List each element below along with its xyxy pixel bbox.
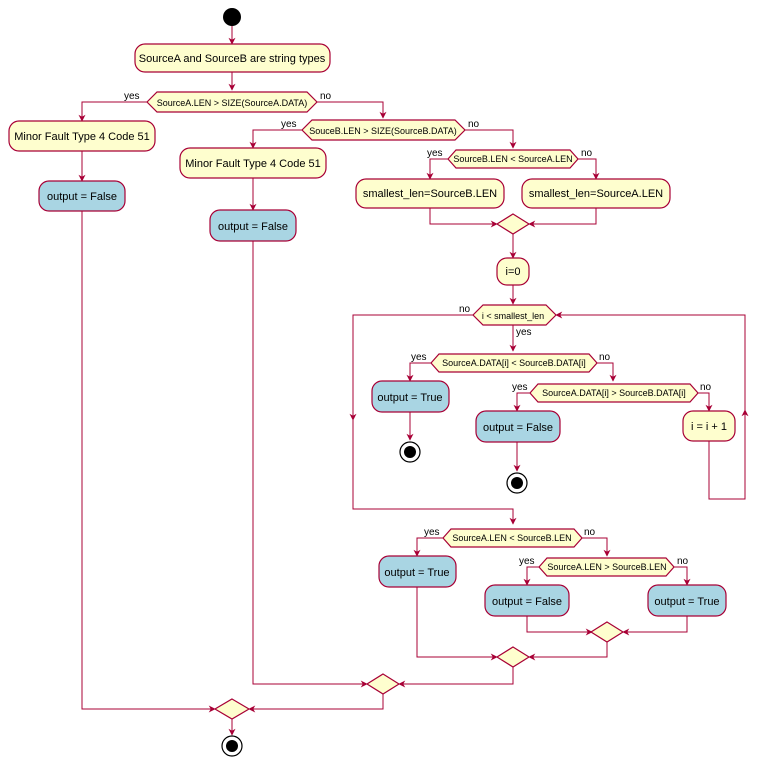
connectors [78,25,749,736]
edge-label-yes: yes [519,556,535,567]
activity-i-increment: i = i + 1 [682,410,736,442]
merge-inner [589,621,625,643]
activity-label: output = True [654,596,719,608]
activity-label: smallest_len=SourceB.LEN [363,188,497,200]
activity-label: i = i + 1 [691,421,727,433]
decision-label: i < smallest_len [482,311,544,321]
edge-label-yes: yes [281,119,297,130]
edge-label-yes: yes [411,352,427,363]
stop-node [506,472,528,494]
activity-minor-fault-b: Minor Fault Type 4 Code 51 [179,147,327,179]
decision-sourcea-len: SourceA.LEN > SIZE(SourceA.DATA) yes no [124,91,332,113]
edge-label-yes: yes [516,327,532,338]
activity-minor-fault-a: Minor Fault Type 4 Code 51 [8,120,156,152]
activity-string-types: SourceA and SourceB are string types [134,43,331,73]
activity-smallest-len-a: smallest_len=SourceA.LEN [521,178,671,209]
decision-len-compare-a: SourceB.LEN < SourceA.LEN yes no [427,148,593,169]
activity-output-true-a: output = True [371,380,450,413]
end-node [221,735,243,757]
activity-output-false-a: output = False [38,180,126,212]
activity-label: output = False [47,191,117,203]
decision-label: SourceB.LEN < SourceA.LEN [453,154,572,164]
decision-data-less: SourceA.DATA[i] < SourceB.DATA[i] yes no [411,352,611,373]
activity-label: output = False [483,422,553,434]
decision-data-greater: SourceA.DATA[i] > SourceB.DATA[i] yes no [512,382,712,403]
decision-label: SourceA.LEN > SIZE(SourceA.DATA) [157,98,307,108]
merge-final [213,698,251,720]
edge-label-no: no [677,556,689,567]
activity-label: Minor Fault Type 4 Code 51 [14,131,150,143]
edge-label-yes: yes [512,382,528,393]
edge-label-yes: yes [424,527,440,538]
activity-smallest-len-b: smallest_len=SourceB.LEN [355,178,505,209]
activity-output-false-d: output = False [484,584,570,617]
activity-output-true-c: output = True [647,584,727,617]
decision-sourceb-len: SouceB.LEN > SIZE(SourceB.DATA) yes no [281,119,480,141]
activity-label: smallest_len=SourceA.LEN [529,188,663,200]
decision-label: SouceB.LEN > SIZE(SourceB.DATA) [309,126,456,136]
edge-label-yes: yes [124,91,140,102]
decision-len-compare-c: SourceA.LEN > SourceB.LEN yes no [519,556,689,577]
activity-label: output = True [384,567,449,579]
decision-label: SourceA.LEN < SourceB.LEN [452,533,571,543]
edge-label-no: no [320,91,332,102]
edge-label-no: no [581,148,593,159]
edge-label-no: no [599,352,611,363]
decision-label: SourceA.DATA[i] > SourceB.DATA[i] [542,388,686,398]
activity-output-false-c: output = False [475,410,561,443]
decision-len-compare-b: SourceA.LEN < SourceB.LEN yes no [424,527,596,548]
activity-label: output = False [218,221,288,233]
activity-label: output = True [377,392,442,404]
stop-node [399,441,421,463]
activity-label: i=0 [506,266,521,278]
activity-output-true-b: output = True [378,555,457,588]
edge-label-no: no [459,304,471,315]
edge-label-no: no [700,382,712,393]
decision-loop-condition: i < smallest_len no yes [459,304,557,338]
edge-label-no: no [468,119,480,130]
merge-length-result [495,646,531,668]
activity-label: Minor Fault Type 4 Code 51 [185,158,321,170]
activity-label: SourceA and SourceB are string types [139,53,326,65]
edge-label-yes: yes [427,148,443,159]
edge-label-no: no [584,527,596,538]
merge-sourceb-branch [365,673,401,695]
start-node [223,8,241,26]
decision-label: SourceA.DATA[i] < SourceB.DATA[i] [442,358,586,368]
activity-output-false-b: output = False [209,209,297,242]
activity-i-init: i=0 [496,257,530,286]
decision-label: SourceA.LEN > SourceB.LEN [547,562,666,572]
merge-smallest-len [495,213,531,235]
activity-label: output = False [492,596,562,608]
